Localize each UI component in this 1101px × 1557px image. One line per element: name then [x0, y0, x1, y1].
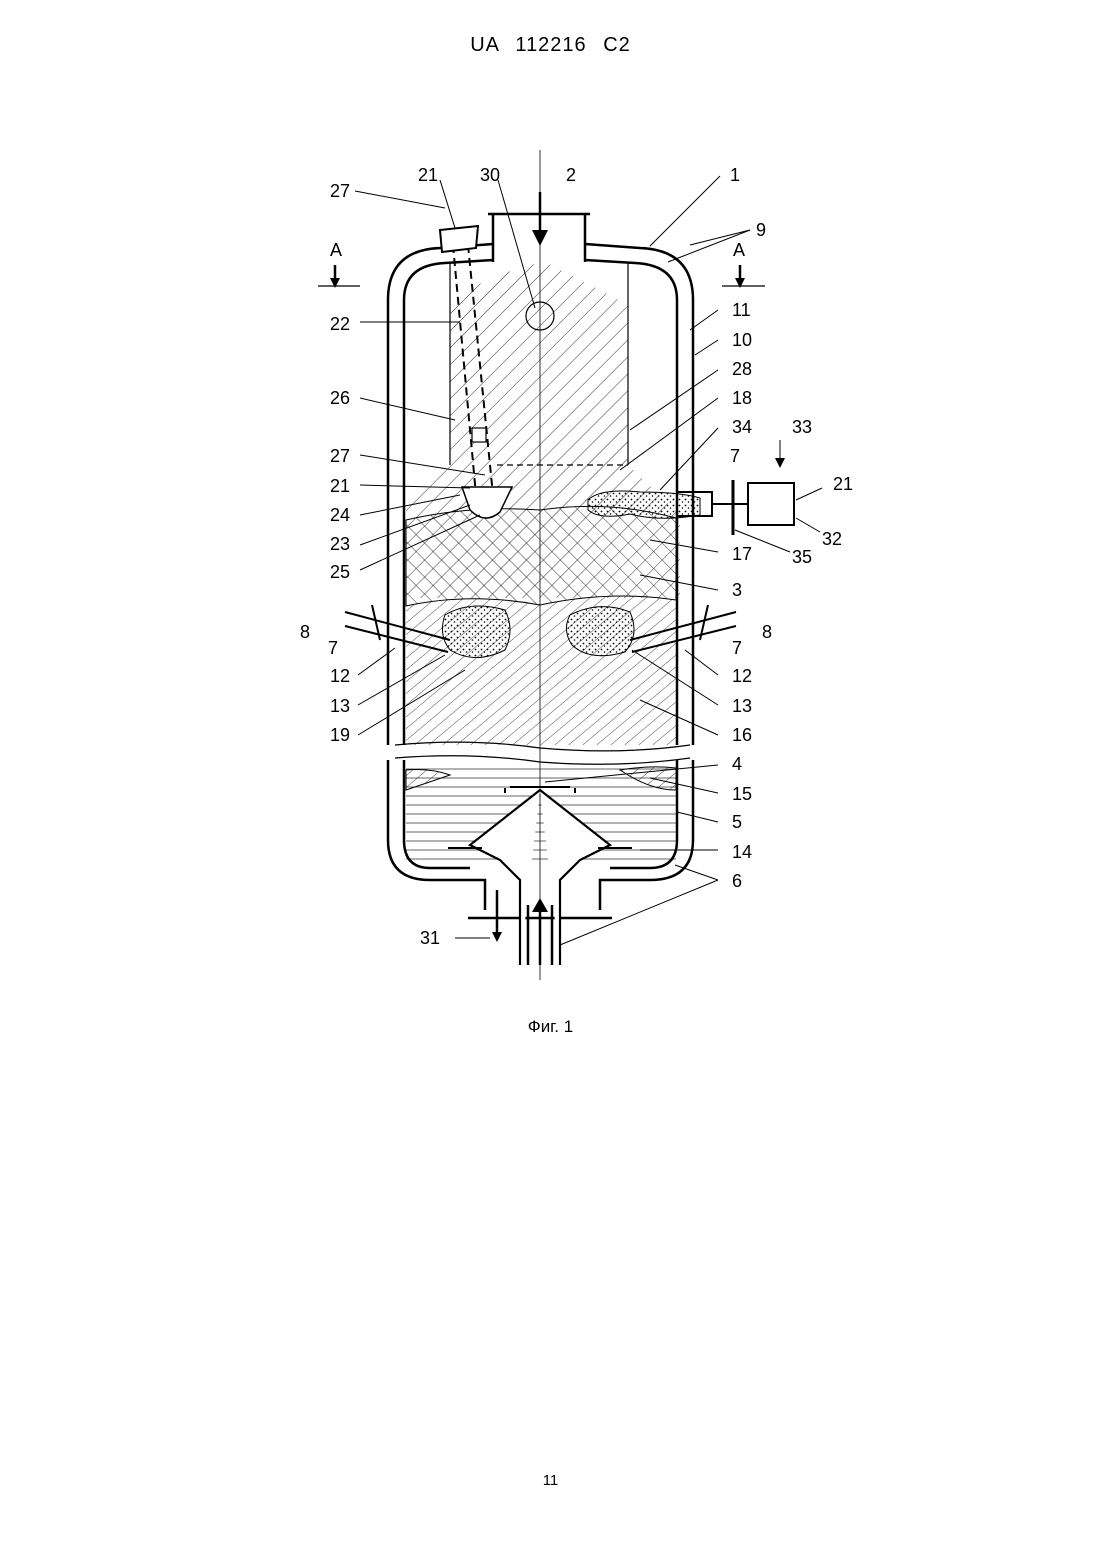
- label-17: 17: [732, 544, 752, 564]
- label-15: 15: [732, 784, 752, 804]
- label-34: 34: [732, 417, 752, 437]
- plume-13-left: [442, 606, 510, 658]
- figure-caption: Фиг. 1: [0, 1017, 1101, 1037]
- label-5: 5: [732, 812, 742, 832]
- label-13b: 13: [732, 696, 752, 716]
- label-21c: 21: [833, 474, 853, 494]
- label-4: 4: [732, 754, 742, 774]
- label-21a: 21: [418, 165, 438, 185]
- label-1: 1: [730, 165, 740, 185]
- label-21b: 21: [330, 476, 350, 496]
- label-22: 22: [330, 314, 350, 334]
- label-12b: 12: [732, 666, 752, 686]
- label-7b: 7: [328, 638, 338, 658]
- label-16: 16: [732, 725, 752, 745]
- label-27a: 27: [330, 181, 350, 201]
- break-line: [395, 742, 690, 764]
- label-10: 10: [732, 330, 752, 350]
- page-number: 11: [0, 1472, 1101, 1489]
- section-mark-left: A: [330, 240, 342, 260]
- label-25: 25: [330, 562, 350, 582]
- label-23: 23: [330, 534, 350, 554]
- label-11: 11: [732, 300, 751, 320]
- plume-13-right: [566, 607, 634, 656]
- lance-clamp: [472, 428, 486, 442]
- label-28: 28: [732, 359, 752, 379]
- label-9: 9: [756, 220, 766, 240]
- label-32: 32: [822, 529, 842, 549]
- label-7c: 7: [732, 638, 742, 658]
- label-12a: 12: [330, 666, 350, 686]
- label-35: 35: [792, 547, 812, 567]
- label-3: 3: [732, 580, 742, 600]
- label-30: 30: [480, 165, 500, 185]
- label-8b: 8: [762, 622, 772, 642]
- label-19: 19: [330, 725, 350, 745]
- label-33: 33: [792, 417, 812, 437]
- section-mark-right: A: [733, 240, 745, 260]
- plume-34: [588, 491, 700, 518]
- label-7a: 7: [730, 446, 740, 466]
- label-8a: 8: [300, 622, 310, 642]
- lower-bath: [406, 765, 676, 865]
- label-6: 6: [732, 871, 742, 891]
- lance-nozzle: [440, 226, 478, 252]
- label-24: 24: [330, 505, 350, 525]
- label-27b: 27: [330, 446, 350, 466]
- label-26: 26: [330, 388, 350, 408]
- label-14: 14: [732, 842, 752, 862]
- label-2: 2: [566, 165, 576, 185]
- label-13a: 13: [330, 696, 350, 716]
- bed-layer-3: [406, 506, 676, 606]
- label-31: 31: [420, 928, 440, 948]
- label-18: 18: [732, 388, 752, 408]
